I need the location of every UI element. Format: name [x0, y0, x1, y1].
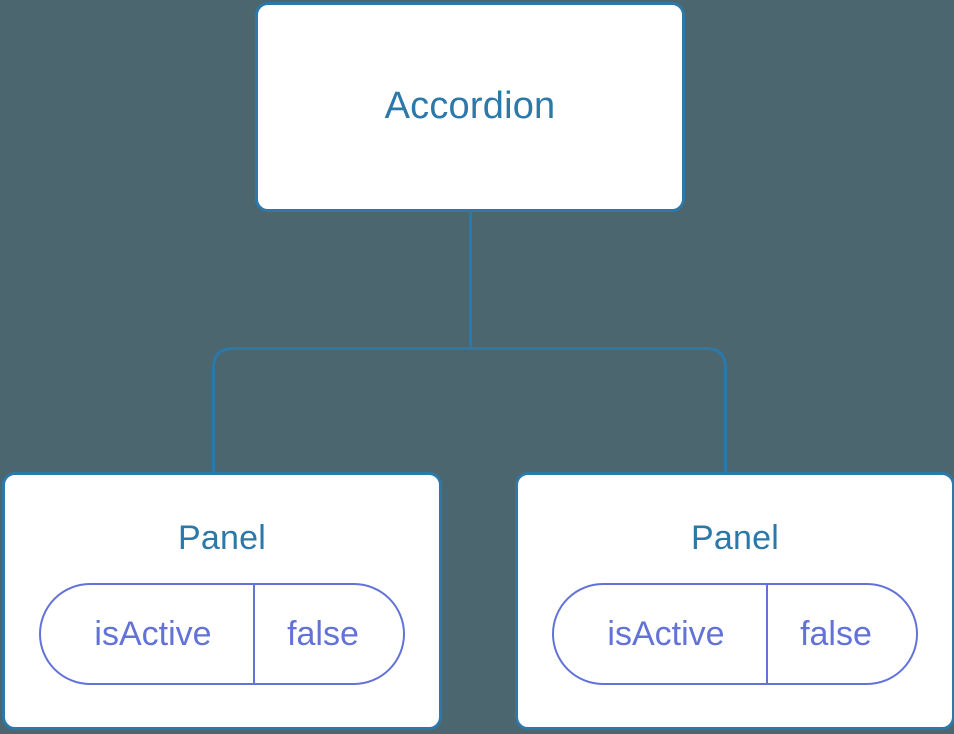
- prop-value-isactive-left: false: [253, 585, 403, 684]
- prop-pill-isactive-left[interactable]: isActive false: [39, 583, 405, 686]
- node-accordion[interactable]: Accordion: [255, 2, 685, 212]
- node-panel-right-title: Panel: [691, 519, 779, 557]
- prop-key-isactive-left: isActive: [94, 614, 212, 653]
- node-panel-left-title: Panel: [178, 519, 266, 557]
- prop-key-isactive-right: isActive: [607, 614, 725, 653]
- prop-value-isactive-right: false: [766, 585, 916, 684]
- node-accordion-title: Accordion: [384, 85, 556, 128]
- node-panel-left[interactable]: Panel isActive false: [2, 472, 442, 730]
- prop-pill-isactive-right[interactable]: isActive false: [552, 583, 918, 686]
- node-panel-right[interactable]: Panel isActive false: [515, 472, 954, 730]
